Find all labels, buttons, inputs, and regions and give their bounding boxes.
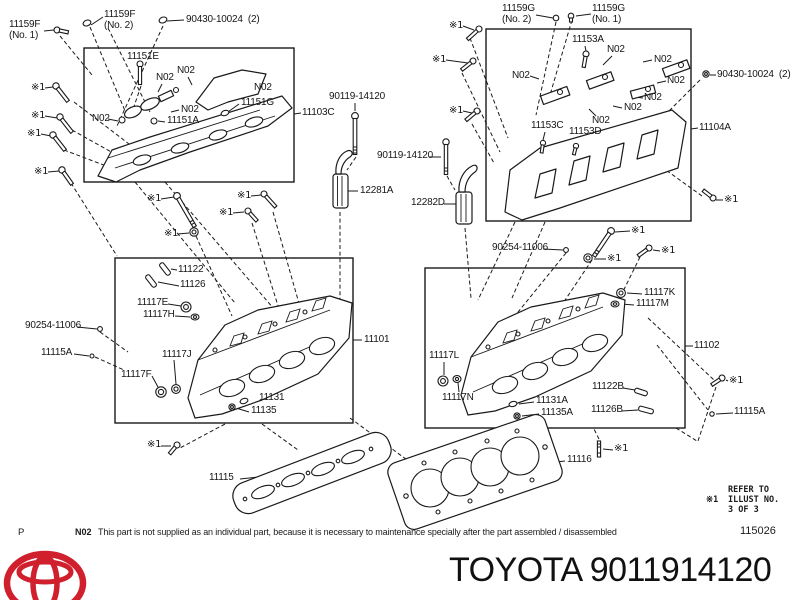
sheet-number: 115026 [740, 525, 776, 537]
part-label-11153A: 11153A [572, 34, 604, 45]
part-label-11126: 11126 [180, 279, 206, 290]
ref-mark-label: ※1 [147, 439, 162, 450]
part-label-11102: 11102 [694, 340, 720, 351]
part-label-11135: 11135 [251, 405, 277, 416]
ref-mark-label: ※1 [34, 166, 49, 177]
part-label-11159GNo2: 11159G (No. 2) [502, 3, 535, 25]
manifold-assembly-drawing [97, 69, 293, 183]
part-label-N02: N02 [92, 113, 110, 124]
ref-mark-label: ※1 [31, 82, 46, 93]
part-label-11117N: 11117N [442, 392, 474, 403]
part-label-11159FNo2: 11159F (No. 2) [104, 9, 136, 31]
ref-mark-label: ※1 [661, 245, 676, 256]
part-label-11117H: 11117H [143, 309, 175, 320]
part-label-N02: N02 [254, 82, 272, 93]
ref-mark-label: ※1 [614, 443, 629, 454]
ref-mark-label: ※1 [729, 375, 744, 386]
part-label-11103C: 11103C [302, 107, 335, 118]
ref-mark: ※1 [706, 495, 719, 505]
ref-mark-label: ※1 [219, 207, 234, 218]
part-label-N02: N02 [592, 115, 610, 126]
part-label-12281A: 12281A [360, 185, 394, 196]
part-label-11153C: 11153C [531, 120, 564, 131]
part-label-11115A: 11115A [41, 347, 73, 358]
part-label-11151G: 11151G [241, 97, 274, 108]
part-label-11117K: 11117K [644, 287, 676, 298]
part-label-11116: 11116 [567, 454, 592, 465]
part-label-11131A: 11131A [536, 395, 568, 406]
brand-part-number: TOYOTA 9011914120 [449, 551, 772, 589]
ref-mark-label: ※1 [27, 128, 42, 139]
part-label-11122B: 11122B [592, 381, 624, 392]
cam-carrier-drawing [504, 59, 691, 221]
head-gasket-lh-drawing [232, 431, 392, 515]
ref-mark-label: ※1 [237, 190, 252, 201]
part-label-11117F: 11117F [121, 369, 152, 380]
diagram-line-art [40, 12, 734, 531]
part-label-11117M: 11117M [636, 298, 669, 309]
part-label-11151E: 11151E [127, 51, 159, 62]
part-label-11151A: 11151A [167, 115, 199, 126]
part-label-9025411006: 90254-11006 [25, 320, 82, 331]
part-label-11153D: 11153D [569, 126, 602, 137]
part-label-11126B: 11126B [591, 404, 623, 415]
part-label-90430100242: 90430-10024 (2) [717, 69, 791, 80]
part-label-N02: N02 [607, 44, 625, 55]
part-label-9011914120: 90119-14120 [377, 150, 434, 161]
cylinder-head-rh-drawing [460, 292, 626, 416]
part-label-11104A: 11104A [699, 122, 731, 133]
part-label-11101: 11101 [364, 334, 390, 345]
label-leader-lines [40, 13, 734, 480]
part-labels-layer: 11159F (No. 1) 11159F (No. 2) 90430-10024 … [9, 3, 791, 483]
ref-mark-label: ※1 [607, 253, 622, 264]
part-label-N02: N02 [654, 54, 672, 65]
part-label-11131: 11131 [259, 392, 285, 403]
engine-hanger-12281A [332, 149, 353, 209]
dashed-leader-lines [59, 19, 717, 491]
footnote-tag: N02 [75, 527, 92, 537]
part-label-11115: 11115 [209, 472, 234, 483]
ref-mark-label: ※1 [449, 20, 464, 31]
part-label-N02: N02 [181, 104, 199, 115]
ref-mark-label: ※1 [164, 228, 179, 239]
part-label-N02: N02 [512, 70, 530, 81]
ref-mark-label: ※1 [432, 54, 447, 65]
page-p-mark: P [18, 527, 25, 538]
part-label-11135A: 11135A [541, 407, 573, 418]
part-label-90430100242: 90430-10024 (2) [186, 14, 260, 25]
part-label-11117E: 11117E [137, 297, 169, 308]
hardware-small-parts [82, 12, 715, 420]
part-label-11115A: 11115A [734, 406, 766, 417]
part-label-11117L: 11117L [429, 350, 459, 361]
part-label-9025411006: 90254-11006 [492, 242, 549, 253]
part-label-N02: N02 [667, 75, 685, 86]
part-label-N02: N02 [156, 72, 174, 83]
ref-mark-label: ※1 [31, 110, 46, 121]
ref-mark-label: ※1 [724, 194, 739, 205]
cylinder-head-lh-drawing [187, 295, 353, 419]
part-label-N02: N02 [644, 92, 662, 103]
footnote-text: This part is not supplied as an individu… [98, 527, 617, 537]
hardware-bolts [49, 25, 726, 458]
head-gasket-rh-drawing [387, 413, 563, 531]
ref-mark-label: ※1 [449, 105, 464, 116]
part-label-N02: N02 [177, 65, 195, 76]
engine-hanger-12282D [455, 164, 478, 225]
part-label-11159FNo1: 11159F (No. 1) [9, 19, 41, 41]
ref-mark-label: ※1 [147, 193, 162, 204]
ref-mark-label: ※1 [631, 225, 646, 236]
refer-note-text: REFER TO ILLUST NO. 3 OF 3 [728, 485, 780, 515]
part-label-12282D: 12282D [411, 197, 445, 208]
part-label-11159GNo1: 11159G (No. 1) [592, 3, 625, 25]
part-label-9011914120: 90119-14120 [329, 91, 386, 102]
toyota-logo-icon [3, 550, 87, 600]
part-label-11122: 11122 [178, 264, 204, 275]
part-label-11117J: 11117J [162, 349, 192, 360]
part-label-N02: N02 [624, 102, 642, 113]
